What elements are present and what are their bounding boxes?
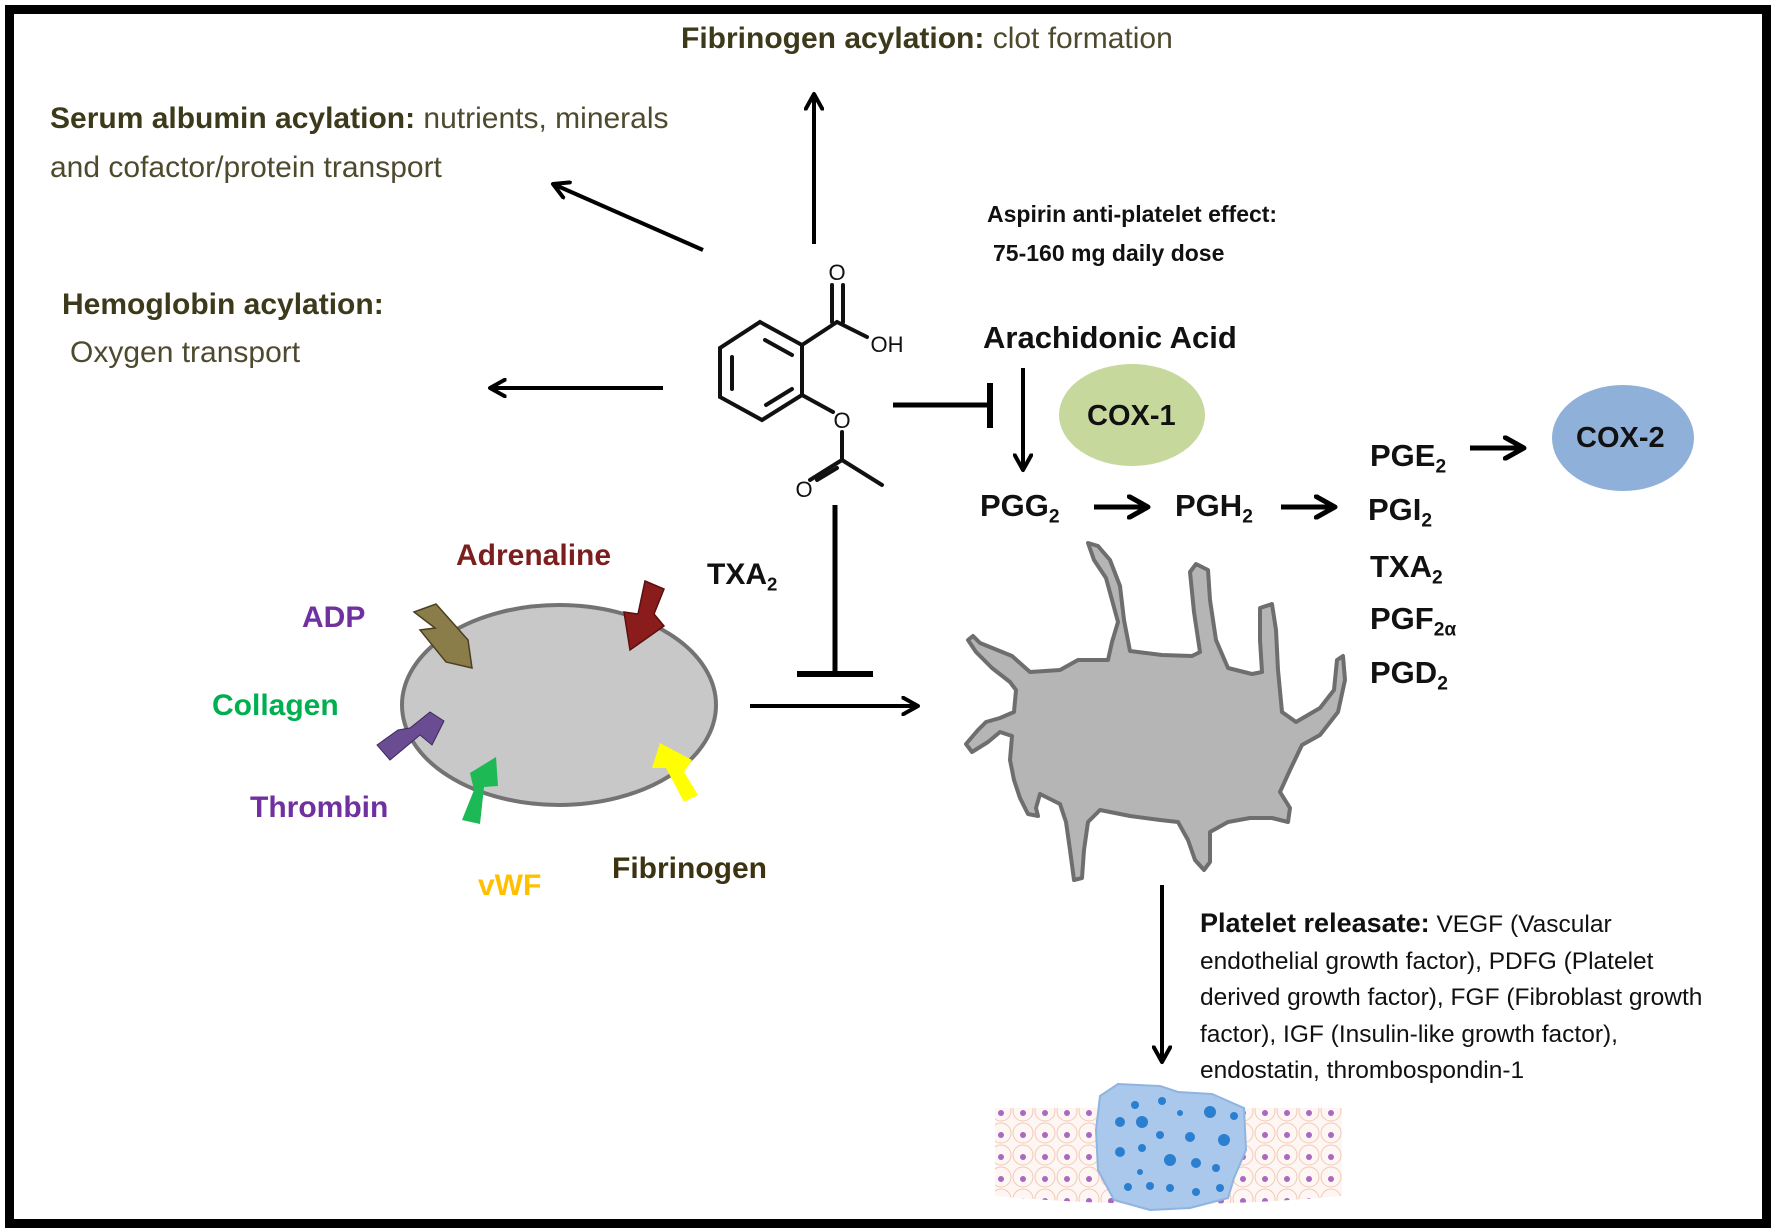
collagen-label: Collagen	[212, 689, 339, 722]
pgg2-sub: 2	[1048, 506, 1060, 528]
aspirin-atom-oh: OH	[871, 332, 904, 357]
activated-platelet	[964, 541, 1347, 882]
hemoglobin-acylation-title: Hemoglobin acylation:	[62, 288, 384, 321]
serum-albumin-title: Serum albumin acylation:	[50, 102, 416, 135]
product-sub: 2	[1432, 567, 1443, 589]
arachidonic-acid-label: Arachidonic Acid	[983, 320, 1237, 355]
fibrinogen-arrow-icon	[652, 743, 698, 802]
pgh2-base: PGH	[1175, 488, 1243, 523]
aspirin-effect-title: Aspirin anti-platelet effect:	[987, 201, 1278, 227]
product-pge2: PGE2	[1370, 438, 1446, 477]
product-base: PGE	[1370, 438, 1436, 473]
aspirin-atom-o-top: O	[828, 260, 845, 285]
product-txa2: TXA2	[1370, 549, 1443, 588]
arrow-to-serum-albumin	[553, 184, 704, 252]
cox1-enzyme	[1059, 364, 1205, 466]
thrombin-label: Thrombin	[250, 791, 389, 824]
cox2-enzyme	[1552, 385, 1694, 491]
pgg2-label: PGG2	[980, 488, 1060, 527]
tumor-tissue-illustration	[995, 1082, 1342, 1212]
aspirin-dose: 75-160 mg daily dose	[993, 240, 1225, 266]
product-sub: 2	[1437, 673, 1448, 695]
aspirin-structure	[718, 283, 884, 487]
product-pgf2a: PGF2α	[1370, 601, 1456, 640]
product-sub: 2	[1421, 510, 1433, 532]
adp-arrow-icon	[412, 603, 473, 669]
hemoglobin-acylation-desc: Oxygen transport	[70, 336, 301, 369]
txa2-label: TXA2	[707, 558, 777, 594]
serum-albumin-desc-line1: nutrients, minerals	[415, 102, 669, 135]
product-base: TXA	[1370, 549, 1432, 584]
cox1-label: COX-1	[1087, 400, 1176, 432]
adp-label: ADP	[302, 601, 366, 634]
pgg2-base: PGG	[980, 488, 1049, 523]
releasate-title: Platelet releasate:	[1200, 908, 1430, 938]
txa2-sub: 2	[767, 573, 778, 595]
vwf-arrow-icon	[462, 757, 498, 824]
fibrinogen-acylation-desc: clot formation	[984, 22, 1173, 55]
pgh2-sub: 2	[1242, 506, 1253, 528]
fibrinogen-acylation-title: Fibrinogen acylation:	[681, 22, 985, 55]
resting-platelet	[400, 603, 718, 807]
releasate-factors: VEGF (Vascular endothelial growth factor…	[1200, 911, 1703, 1084]
product-sub: 2α	[1433, 619, 1457, 641]
fibrinogen-agonist-label: Fibrinogen	[612, 852, 767, 885]
fibrinogen-acylation-label: Fibrinogen acylation: clot formation	[681, 24, 1173, 54]
aspirin-atom-o-carbonyl: O	[795, 477, 812, 502]
aspirin-atom-o-ester: O	[833, 408, 850, 433]
product-pgd2: PGD2	[1370, 655, 1448, 694]
product-sub: 2	[1435, 456, 1447, 478]
pgh2-label: PGH2	[1175, 488, 1253, 527]
thrombin-arrow-icon	[376, 711, 445, 761]
product-pgi2: PGI2	[1368, 492, 1432, 531]
product-base: PGF	[1370, 601, 1434, 636]
serum-albumin-desc-line2: and cofactor/protein transport	[50, 151, 442, 184]
product-base: PGD	[1370, 655, 1438, 690]
serum-albumin-acylation-label: Serum albumin acylation: nutrients, mine…	[50, 104, 669, 134]
vwf-label: vWF	[478, 869, 542, 902]
cox2-label: COX-2	[1576, 422, 1665, 454]
platelet-releasate-text: Platelet releasate: VEGF (Vascular endot…	[1200, 905, 1720, 1090]
figure-border	[5, 5, 1771, 1228]
txa2-base: TXA	[707, 558, 767, 591]
adrenaline-arrow-icon	[623, 579, 666, 652]
product-base: PGI	[1368, 492, 1422, 527]
adrenaline-label: Adrenaline	[456, 539, 612, 572]
